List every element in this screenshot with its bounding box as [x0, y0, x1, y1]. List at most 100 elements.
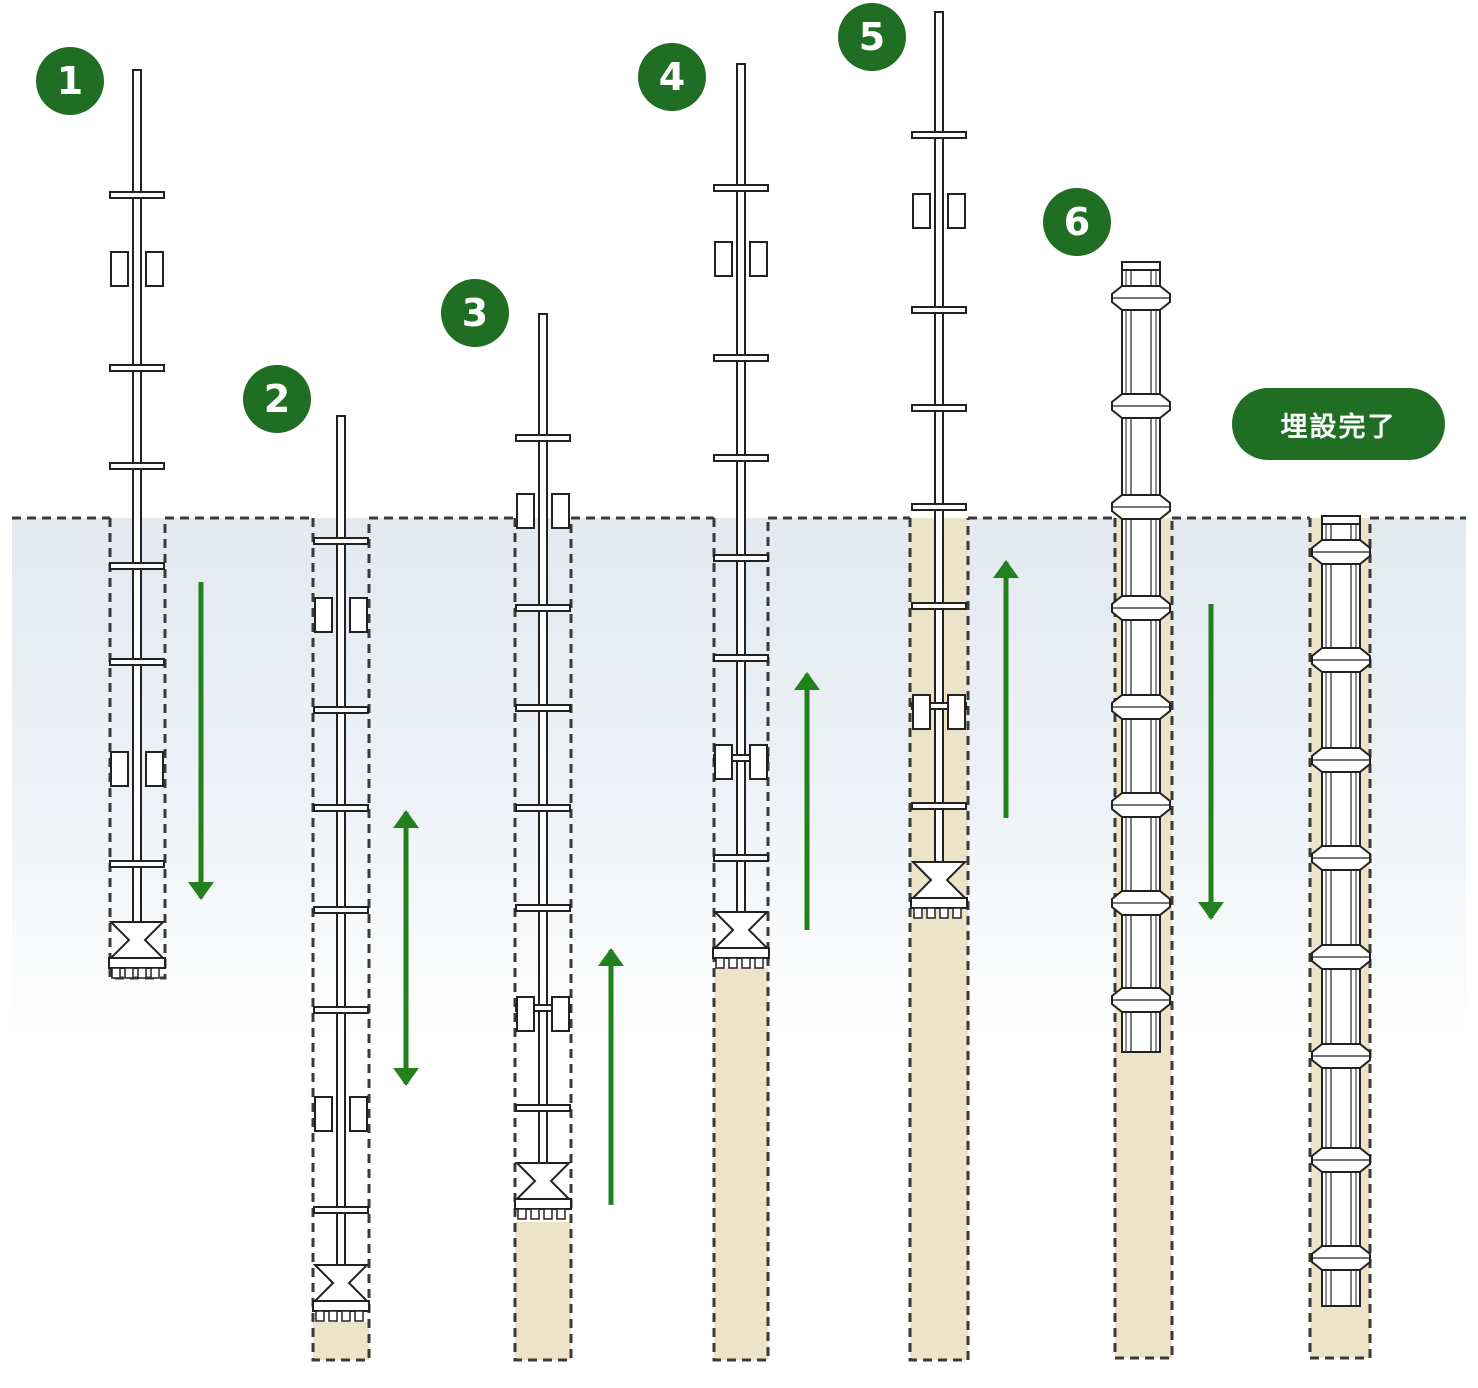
drill-bit-tooth: [715, 957, 725, 969]
borehole-outline: [311, 518, 371, 1362]
rod-stirring-blade: [515, 704, 571, 712]
completion-label: 埋設完了: [1232, 388, 1445, 460]
drill-bit-tooth: [728, 957, 738, 969]
borehole-outline: [1308, 518, 1372, 1360]
soil-cement-column: [714, 968, 768, 1360]
rod-clamp: [714, 241, 733, 277]
drill-bit-base: [712, 947, 770, 959]
step-badge-1: 1: [36, 47, 104, 115]
rod-stirring-blade: [713, 354, 769, 362]
step-badge-6: 6: [1043, 188, 1111, 256]
drill-bit-tooth: [952, 907, 962, 919]
rod-stirring-blade: [713, 184, 769, 192]
drill-bit-tooth: [543, 1208, 553, 1220]
step-badge-5: 5: [838, 3, 906, 71]
drill-bit-tooth: [939, 907, 949, 919]
movement-arrow: [794, 672, 820, 930]
drill-bit-tooth: [754, 957, 764, 969]
drill-bit-tooth: [354, 1310, 364, 1322]
rod-clamp: [145, 251, 164, 287]
drill-rod: [108, 69, 166, 979]
arrow-head-down: [1198, 902, 1224, 920]
soil-cement-column: [515, 1222, 571, 1360]
rod-stirring-blade: [713, 554, 769, 562]
rod-clamp: [145, 751, 164, 787]
pile-cap: [1121, 261, 1161, 271]
rod-stirring-blade: [911, 131, 967, 139]
rod-stirring-blade: [109, 364, 165, 372]
arrow-head-up: [598, 948, 624, 966]
rod-clamp: [912, 694, 931, 730]
drill-bit-tooth: [926, 907, 936, 919]
rod-clamp: [912, 193, 931, 229]
drill-bit-tooth: [530, 1208, 540, 1220]
movement-arrow: [188, 582, 214, 900]
rod-stirring-blade: [109, 658, 165, 666]
rod-stirring-blade: [713, 854, 769, 862]
drill-bit-tooth: [341, 1310, 351, 1322]
drill-bit-tooth: [315, 1310, 325, 1322]
rod-stirring-blade: [515, 434, 571, 442]
arrow-head-up: [794, 672, 820, 690]
drill-rod: [712, 63, 770, 969]
rod-clamp: [714, 744, 733, 780]
pile-body: [1321, 515, 1361, 1307]
borehole-outline: [908, 518, 970, 1362]
drill-rod: [910, 11, 968, 919]
rod-stirring-blade: [911, 802, 967, 810]
rod-stirring-blade: [313, 706, 369, 714]
pile-body: [1121, 261, 1161, 1053]
rod-clamp: [349, 597, 368, 633]
drill-bit-tooth: [111, 967, 121, 979]
step-badge-3: 3: [441, 279, 509, 347]
arrow-head-down: [393, 1068, 419, 1086]
rod-stirring-blade: [911, 602, 967, 610]
drill-bit-tooth: [150, 967, 160, 979]
movement-arrow: [1198, 604, 1224, 920]
rod-stirring-blade: [109, 462, 165, 470]
rod-clamp: [749, 744, 768, 780]
rod-stirring-blade: [713, 454, 769, 462]
rod-clamp: [551, 493, 570, 529]
rod-stirring-blade: [109, 562, 165, 570]
drill-bit-base: [514, 1198, 572, 1210]
rod-stirring-blade: [713, 654, 769, 662]
step-badge-2: 2: [243, 365, 311, 433]
arrow-head-down: [188, 882, 214, 900]
movement-arrow: [393, 810, 419, 1086]
drill-bit-tooth: [137, 967, 147, 979]
rod-stirring-blade: [109, 191, 165, 199]
rod-clamp: [516, 493, 535, 529]
rod-stirring-blade: [515, 804, 571, 812]
drill-bit-tooth: [124, 967, 134, 979]
rod-stirring-blade: [911, 306, 967, 314]
movement-arrow: [993, 560, 1019, 818]
precast-pile: [1111, 261, 1171, 1053]
rod-stirring-blade: [109, 860, 165, 868]
drill-bit: [312, 1264, 370, 1302]
rod-stirring-blade: [515, 604, 571, 612]
drill-bit: [514, 1162, 572, 1200]
rod-stirring-blade: [515, 1104, 571, 1112]
soil-cement-column: [313, 1322, 369, 1360]
rod-clamp: [314, 597, 333, 633]
rod-stirring-blade: [313, 1206, 369, 1214]
arrow-head-up: [993, 560, 1019, 578]
drill-bit-tooth: [913, 907, 923, 919]
borehole-outline: [513, 518, 573, 1362]
rod-clamp: [314, 1096, 333, 1132]
rod-shaft: [934, 11, 944, 863]
borehole-outline: [1113, 518, 1174, 1360]
drill-bit-base: [312, 1300, 370, 1312]
rod-stirring-blade: [911, 404, 967, 412]
rod-clamp: [749, 241, 768, 277]
rod-stirring-blade: [313, 906, 369, 914]
pile-cap: [1321, 515, 1361, 525]
drill-bit-base: [910, 897, 968, 909]
drill-rod: [514, 313, 572, 1220]
drill-bit-tooth: [328, 1310, 338, 1322]
drill-bit-tooth: [741, 957, 751, 969]
rod-stirring-blade: [313, 1006, 369, 1014]
